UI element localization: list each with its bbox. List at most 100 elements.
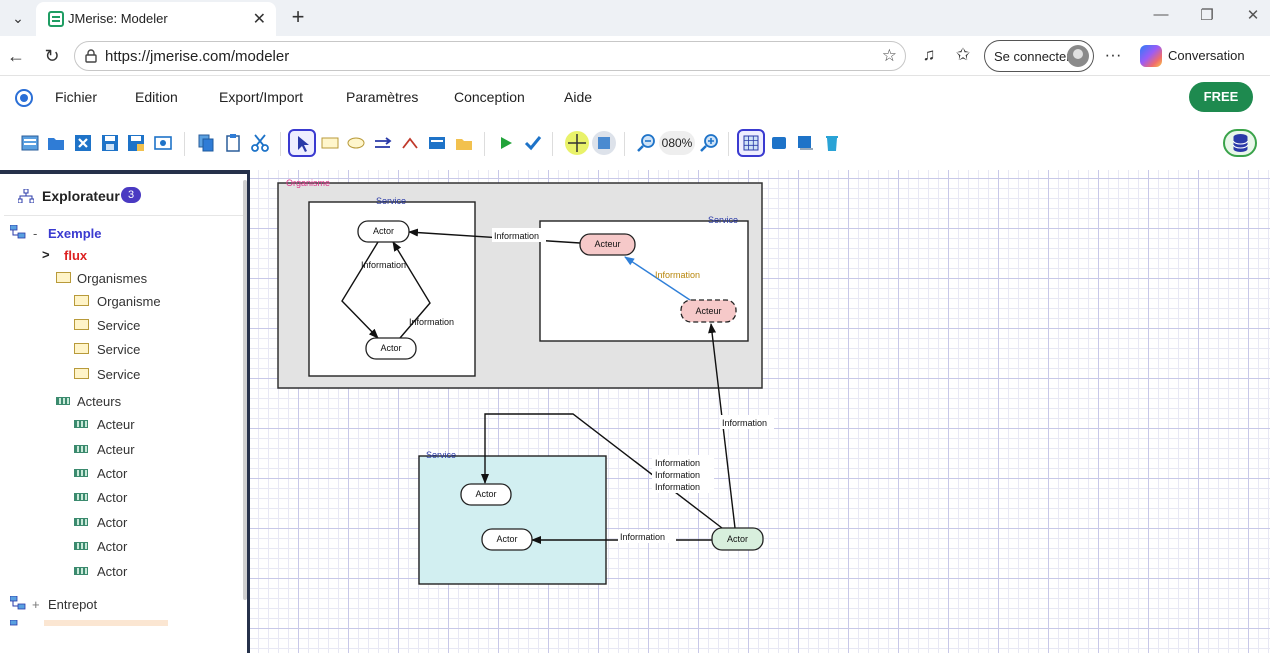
acteur-node-selected[interactable] [680, 299, 737, 323]
url-field[interactable]: https://jmerise.com/modeler ☆ [74, 41, 906, 71]
blue-flow-arrow[interactable] [624, 256, 691, 301]
generate-tool-icon[interactable] [591, 130, 617, 156]
close-model-icon[interactable] [73, 133, 93, 153]
flow-arrow[interactable] [392, 241, 431, 339]
tree-project-exemple[interactable]: - Exemple [10, 224, 240, 244]
zoom-out-icon[interactable] [636, 133, 656, 153]
sign-in-button[interactable]: Se connecter [984, 40, 1094, 72]
diagram-canvas[interactable]: Organisme Service Service Service Inform… [250, 170, 1270, 653]
reload-icon[interactable]: ↻ [44, 46, 60, 66]
actor-node[interactable] [365, 337, 417, 360]
service-label-3: Service [426, 450, 456, 460]
external-actor-node[interactable] [711, 527, 764, 551]
tree-item-service[interactable]: Service [74, 340, 244, 360]
expand-toggle[interactable]: + [32, 597, 40, 612]
menu-aide[interactable]: Aide [564, 89, 593, 105]
explorer-scrollbar[interactable] [243, 180, 247, 600]
info-flow-tool-icon[interactable] [373, 133, 393, 153]
open-folder-icon[interactable] [46, 133, 66, 153]
free-button[interactable]: FREE [1189, 82, 1253, 112]
paste-icon[interactable] [223, 133, 243, 153]
cut-scissors-icon[interactable] [250, 133, 270, 153]
more-options-icon[interactable]: ··· [1104, 45, 1122, 64]
shadow-icon[interactable] [795, 133, 815, 153]
browser-tab-bar: ⌄ JMerise: Modeler ✕ + — ❐ ✕ [0, 0, 1270, 36]
zoom-in-icon[interactable] [699, 133, 719, 153]
flow-label-bg [618, 530, 676, 543]
tree-flux[interactable]: > flux [42, 246, 242, 266]
service-box-3[interactable] [418, 455, 607, 585]
database-button[interactable] [1223, 129, 1257, 157]
tree-item-actor[interactable]: Actor [74, 537, 244, 557]
tab-close-icon[interactable]: ✕ [252, 11, 266, 28]
menu-export-import[interactable]: Export/Import [219, 89, 304, 105]
back-arrow-icon[interactable]: ← [7, 46, 25, 66]
rectangle-tool-icon[interactable] [320, 133, 340, 153]
actor-node[interactable] [357, 220, 410, 243]
tree-item-service[interactable]: Service [74, 365, 244, 385]
tree-organismes-folder[interactable]: Organismes [56, 269, 246, 289]
line-tool-icon[interactable] [400, 133, 420, 153]
flow-label-bg [492, 228, 546, 242]
validate-check-icon[interactable] [523, 133, 543, 153]
tree-entrepot[interactable]: + Entrepot [10, 595, 240, 615]
tree-item-organisme[interactable]: Organisme [74, 292, 244, 312]
toolbar-separator [184, 132, 185, 156]
actor-item-label: Actor [97, 490, 128, 505]
actor-icon [74, 445, 88, 453]
partial-tree-item[interactable] [44, 620, 168, 626]
minimize-icon[interactable]: — [1153, 6, 1169, 23]
copy-icon[interactable] [196, 133, 216, 153]
shape-fill-icon[interactable] [769, 133, 789, 153]
tree-acteurs-folder[interactable]: Acteurs [56, 392, 246, 412]
ellipse-tool-icon[interactable] [346, 133, 366, 153]
menu-fichier[interactable]: Fichier [55, 89, 98, 105]
flow-label: Information [620, 532, 665, 542]
actor-node-label: Actor [380, 343, 401, 353]
media-control-icon[interactable]: ♫ [922, 45, 936, 64]
grid-toggle-button[interactable] [737, 129, 765, 157]
tree-item-actor[interactable]: Acteur [74, 440, 244, 460]
copilot-button[interactable]: Conversation [1138, 42, 1268, 70]
delete-bin-icon[interactable] [822, 133, 842, 153]
explorer-header: Explorateur 3 [4, 176, 244, 216]
flow-label-bg [720, 415, 774, 429]
browser-tab[interactable]: JMerise: Modeler ✕ [36, 2, 276, 36]
restore-icon[interactable]: ❐ [1200, 7, 1214, 24]
layout-tool-icon[interactable] [564, 130, 590, 156]
new-tab-icon[interactable]: + [291, 4, 305, 29]
actor-node[interactable] [460, 483, 512, 506]
actor-node[interactable] [481, 528, 533, 551]
collapse-toggle[interactable]: - [33, 226, 38, 241]
menu-parametres[interactable]: Paramètres [346, 89, 419, 105]
tree-item-actor[interactable]: Actor [74, 513, 244, 533]
run-play-icon[interactable] [496, 133, 516, 153]
tree-item-actor[interactable]: Actor [74, 562, 244, 582]
tab-list-chevron-icon[interactable]: ⌄ [12, 9, 24, 26]
save-as-icon[interactable] [126, 133, 146, 153]
menu-edition[interactable]: Edition [135, 89, 178, 105]
tree-item-actor[interactable]: Actor [74, 464, 244, 484]
export-image-icon[interactable] [153, 133, 173, 153]
select-tool-button[interactable] [288, 129, 316, 157]
favorite-star-icon[interactable]: ☆ [881, 46, 897, 65]
flow-diagram[interactable]: Organisme Service Service Service Inform… [250, 170, 1270, 653]
service-box-2[interactable] [539, 220, 749, 342]
note-tool-icon[interactable] [427, 133, 447, 153]
tree-item-actor[interactable]: Actor [74, 488, 244, 508]
flow-arrow[interactable] [481, 413, 723, 529]
flow-arrow[interactable] [341, 241, 379, 339]
new-model-icon[interactable] [20, 133, 40, 153]
toolbar-separator [280, 132, 281, 156]
window-close-icon[interactable]: ✕ [1246, 7, 1260, 24]
acteur-node[interactable] [579, 233, 636, 256]
favorites-icon[interactable]: ✩ [955, 45, 971, 64]
tree-item-service[interactable]: Service [74, 316, 244, 336]
folder-tool-icon[interactable] [454, 133, 474, 153]
menu-conception[interactable]: Conception [454, 89, 525, 105]
tree-item-actor[interactable]: Acteur [74, 415, 244, 435]
save-icon[interactable] [100, 133, 120, 153]
acteur-node-label: Acteur [594, 239, 620, 249]
acteur-node-label: Acteur [695, 306, 721, 316]
jmerise-logo-icon[interactable] [15, 89, 33, 107]
